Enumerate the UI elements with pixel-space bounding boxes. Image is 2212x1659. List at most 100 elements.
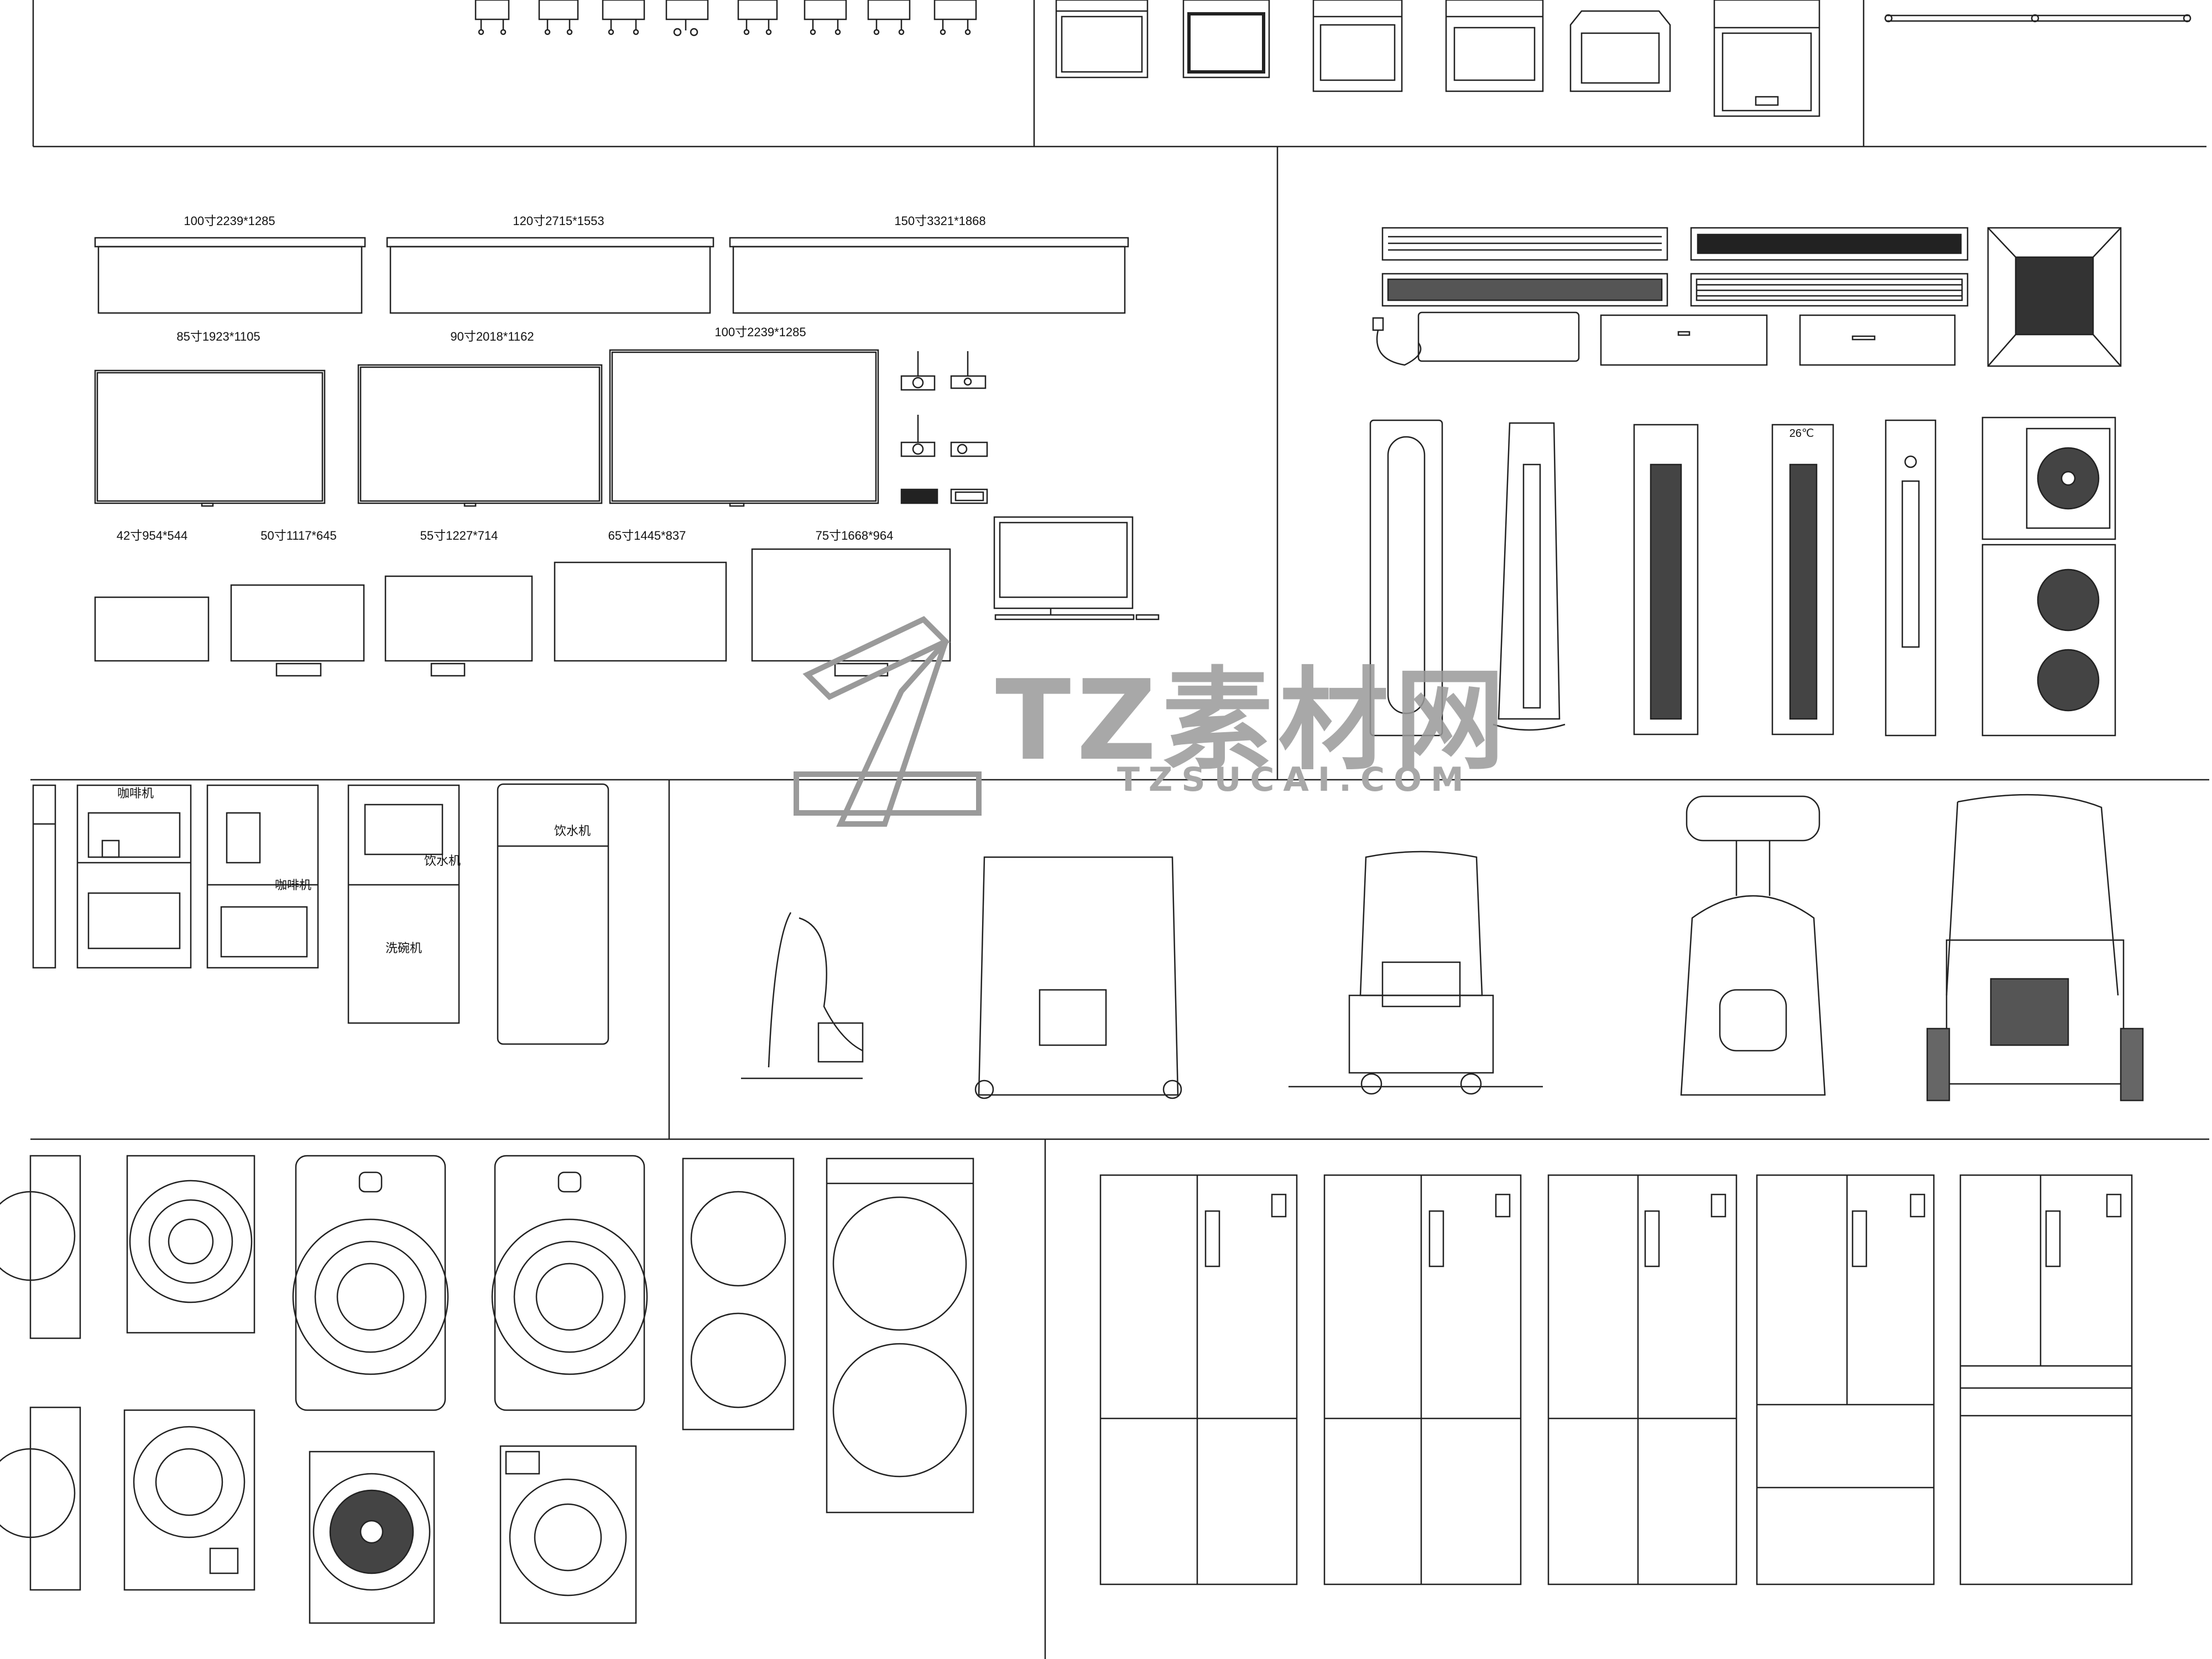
tv [94, 596, 210, 662]
tv-label-65: 65寸1445*837 [608, 529, 686, 542]
water-label-2: 饮水机 [554, 824, 591, 838]
oven [1182, 0, 1270, 79]
washer [499, 1445, 637, 1624]
floor-ac [1771, 424, 1834, 735]
tv-label-55: 55寸1227*714 [420, 529, 498, 542]
ac-wall-unit [1372, 311, 1580, 366]
coffee-label-2: 咖啡机 [275, 878, 311, 892]
tv-label-100b: 100寸2239*1285 [714, 325, 806, 339]
tv [230, 584, 365, 677]
desktop-monitor [993, 516, 1160, 620]
watermark-brand: TZ素材网 [995, 656, 1511, 785]
projector [900, 351, 936, 391]
washer [123, 1409, 255, 1591]
ac-wall-unit [1799, 314, 1956, 366]
socket-icon [665, 0, 709, 36]
ac-grille [1381, 273, 1668, 307]
tv [357, 364, 603, 507]
tv [384, 575, 533, 677]
coffee-machine [206, 784, 319, 969]
front-loader [491, 1155, 648, 1411]
coffee-label-1: 咖啡机 [117, 786, 154, 800]
washer [126, 1155, 255, 1334]
fridge [1099, 1174, 1298, 1585]
washer-partial [0, 1406, 81, 1591]
ride-mower [1288, 851, 1543, 1095]
ceiling-rail [1884, 14, 2192, 23]
ac-temp-display: 26℃ [1790, 427, 1814, 440]
socket-row [474, 0, 977, 36]
stacked-washer-tall [826, 1157, 974, 1514]
floor-ac [1633, 424, 1699, 735]
floor-ac [1369, 419, 1443, 737]
tv-label-85: 85寸1923*1105 [176, 330, 260, 343]
tv [751, 548, 951, 677]
mower-section [741, 794, 2144, 1102]
water-label-1: 饮水机 [424, 854, 461, 868]
socket-icon [933, 0, 977, 35]
coffee-machine [76, 784, 192, 969]
tv-label-150: 150寸3321*1868 [894, 214, 985, 228]
kitchen-section [32, 783, 609, 1045]
projector [950, 441, 988, 457]
front-loader [292, 1155, 449, 1411]
petrol-mower [1926, 794, 2144, 1102]
tv [554, 561, 727, 662]
fridge [1547, 1174, 1738, 1585]
projection-screens [94, 237, 1129, 314]
outdoor-ac [1981, 544, 2116, 737]
tv-label-90: 90寸2018*1162 [450, 330, 534, 343]
tv [609, 349, 879, 507]
ac-wall-unit [1600, 314, 1768, 366]
floor-ac [1885, 419, 1937, 737]
stacked-washer [682, 1157, 795, 1431]
tv-sets [94, 349, 1160, 677]
dishwasher-label: 洗碗机 [385, 941, 422, 955]
oven [1713, 0, 1820, 117]
projector [950, 351, 987, 389]
projection-screen [94, 237, 366, 314]
tv-label-50: 50寸1117*645 [260, 529, 336, 542]
tv-label-75: 75寸1668*964 [816, 529, 894, 542]
projector [900, 415, 936, 457]
outdoor-ac [1981, 416, 2116, 540]
projectors [900, 351, 988, 504]
projector [950, 488, 988, 504]
tv [94, 369, 326, 507]
socket-icon [867, 0, 911, 35]
projection-screen [386, 237, 714, 314]
tv-label-100: 100寸2239*1285 [184, 214, 275, 228]
socket-icon [804, 0, 847, 35]
projector [900, 488, 938, 504]
ac-grille [1381, 227, 1668, 261]
floor-ac [1493, 422, 1566, 731]
fridge [1323, 1174, 1522, 1585]
socket-icon [737, 0, 778, 35]
ac-grille [1690, 273, 1969, 307]
tv-label-120: 120寸2715*1553 [513, 214, 604, 228]
push-mower [974, 856, 1182, 1099]
washer [309, 1451, 435, 1624]
fridge [1756, 1174, 1935, 1585]
water-dispenser [497, 783, 609, 1045]
fridge [1959, 1174, 2133, 1585]
ac-grille [1690, 227, 1969, 261]
tv-label-42: 42寸954*544 [117, 529, 187, 542]
oven [1445, 0, 1544, 92]
socket-icon [474, 0, 510, 35]
watermark-site: TZSUCAI.COM [1117, 760, 1473, 799]
washer-partial [0, 1155, 81, 1339]
oven [1569, 10, 1671, 92]
washer-section [0, 1155, 974, 1624]
ac-cassette [1987, 227, 2122, 367]
socket-icon [602, 0, 645, 35]
oven-row [1055, 0, 2192, 117]
dishwasher [347, 784, 460, 1024]
ac-section [1369, 227, 2122, 737]
fridge-section [1099, 1174, 2133, 1585]
projection-screen [729, 237, 1129, 314]
socket-icon [538, 0, 579, 35]
built-in-oven-partial [32, 784, 56, 969]
oven [1055, 0, 1149, 79]
